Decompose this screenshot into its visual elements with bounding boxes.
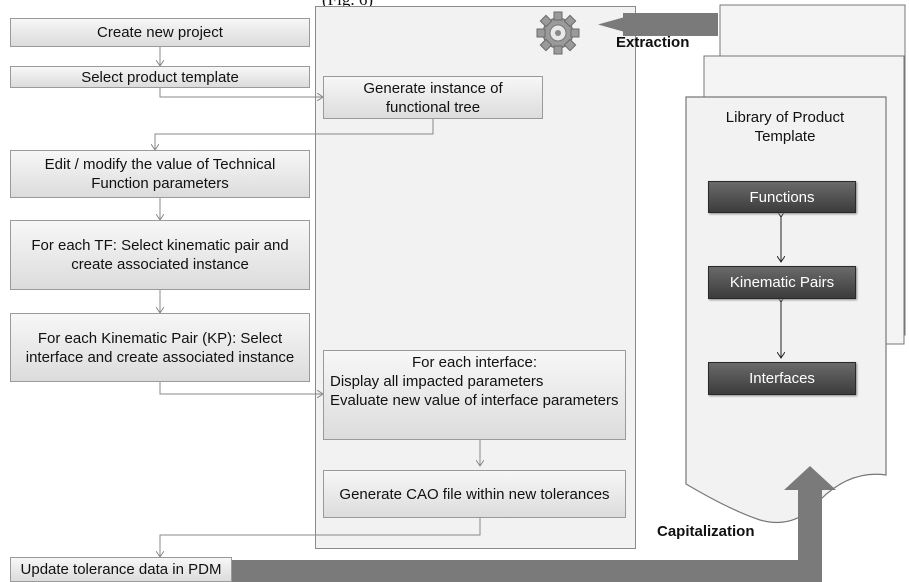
for-each-kp-box: For each Kinematic Pair (KP): Select int…	[10, 313, 310, 382]
extraction-label: Extraction	[616, 34, 690, 51]
generate-cao-label: Generate CAO file within new tolerances	[339, 485, 610, 503]
generate-instance-box: Generate instance of functional tree	[323, 76, 543, 119]
for-each-tf-box: For each TF: Select kinematic pair and c…	[10, 220, 310, 290]
select-template-label: Select product template	[81, 68, 239, 86]
functions-label: Functions	[749, 188, 815, 206]
update-tolerance-label: Update tolerance data in PDM	[20, 561, 222, 578]
library-title: Library of Product Template	[725, 109, 845, 145]
edit-modify-label: Edit / modify the value of Technical Fun…	[44, 156, 276, 192]
interfaces-box: Interfaces	[708, 362, 856, 395]
create-project-label: Create new project	[97, 24, 223, 41]
capitalization-label: Capitalization	[657, 523, 755, 540]
display-impacted-params: Display all impacted parameters	[330, 373, 544, 390]
interfaces-label: Interfaces	[749, 370, 815, 387]
for-each-kp-label: For each Kinematic Pair (KP): Select int…	[25, 329, 295, 366]
kinematic-pairs-label: Kinematic Pairs	[729, 274, 835, 291]
generate-cao-box: Generate CAO file within new tolerances	[323, 470, 626, 518]
create-project-box: Create new project	[10, 18, 310, 47]
top-cut-caption: (Fig. 6)	[322, 0, 373, 10]
functions-box: Functions	[708, 181, 856, 213]
for-each-interface-title: For each interface:	[411, 354, 538, 371]
evaluate-new-value: Evaluate new value of interface paramete…	[330, 392, 619, 409]
select-template-box: Select product template	[10, 66, 310, 88]
kinematic-pairs-box: Kinematic Pairs	[708, 266, 856, 299]
generate-instance-label: Generate instance of functional tree	[363, 79, 503, 116]
for-each-tf-label: For each TF: Select kinematic pair and c…	[31, 237, 289, 273]
update-tolerance-box: Update tolerance data in PDM	[10, 557, 232, 582]
for-each-interface-box: For each interface: Display all impacted…	[323, 350, 626, 440]
edit-modify-box: Edit / modify the value of Technical Fun…	[10, 150, 310, 198]
